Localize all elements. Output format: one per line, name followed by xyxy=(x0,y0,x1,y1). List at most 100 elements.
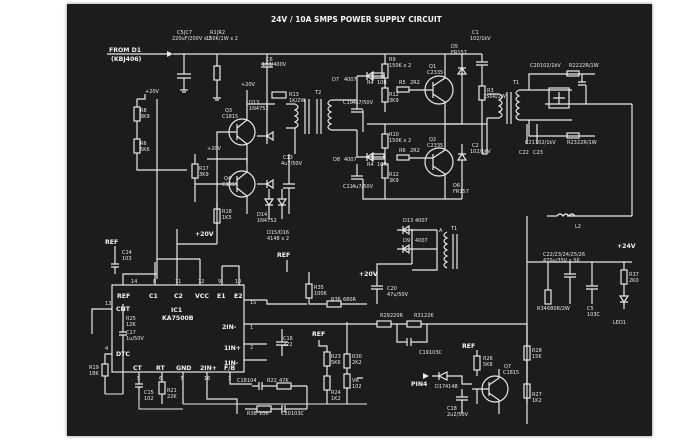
ic1-pin-ct: CT xyxy=(133,365,143,372)
d7-diode xyxy=(365,70,374,82)
r19-resistor xyxy=(101,363,109,377)
r23b-value: 5K6 xyxy=(331,360,341,366)
ref-label-c: REF xyxy=(312,331,325,338)
r9-label: R9 xyxy=(389,57,396,63)
c18b-capacitor xyxy=(456,389,468,414)
q4-value: C1815 xyxy=(222,182,238,188)
t2-core xyxy=(304,99,322,134)
c13-value: 4u7/50V xyxy=(281,161,303,167)
r9-resistor xyxy=(381,63,389,79)
d5-diode xyxy=(367,54,468,125)
r22-resistor xyxy=(566,70,580,77)
c20b-label: C20 xyxy=(387,286,397,292)
c2-wire xyxy=(482,130,488,155)
r6-lower-value: 2R2 xyxy=(410,148,420,154)
ic1-pin9: 9 xyxy=(218,279,221,285)
pin4-label: PIN4 xyxy=(411,381,428,388)
r25-label: R25 xyxy=(126,316,136,322)
d7-wire xyxy=(356,75,385,100)
r1r2-label: R1|R2 xyxy=(210,30,225,36)
c10-capacitor xyxy=(351,100,364,132)
rail-20v-e: +20V xyxy=(195,231,214,238)
ic1-pin-vcc: VCC xyxy=(195,293,209,300)
ic1-pin-c2: C2 xyxy=(174,293,183,300)
vr-label: VR xyxy=(352,378,359,384)
r3-resistor xyxy=(478,85,486,101)
r24-resistor xyxy=(323,375,331,391)
r3-value: 150R/2W xyxy=(483,94,506,100)
rail-20v-b: +20V xyxy=(241,82,256,88)
r34-value: 680R/2W xyxy=(547,306,570,312)
r24-label: R24 xyxy=(331,390,341,396)
r26-wire xyxy=(472,350,482,404)
r23b-label: R23 xyxy=(331,354,341,360)
r13-resistor xyxy=(271,91,287,99)
t2-primary-wire xyxy=(286,103,296,154)
c5-output-value: 103C xyxy=(587,312,601,318)
ic1-pin-rt: RT xyxy=(156,365,165,372)
t2-secondary-icon xyxy=(327,99,333,131)
q2-value: C2335 xyxy=(427,143,443,149)
ic1-pin2: 2 xyxy=(250,345,253,351)
ic1-pin-c1: C1 xyxy=(149,293,158,300)
c19-capacitor xyxy=(396,324,428,346)
r37-led-wire xyxy=(618,262,630,309)
c11-label: C11 xyxy=(343,184,353,190)
r18-resistor xyxy=(213,208,221,224)
d6-value: FR157 xyxy=(453,189,469,195)
r38-label: R38 xyxy=(247,411,257,417)
aux-tap-label: A xyxy=(439,228,443,234)
ic1-pin1: 1 xyxy=(250,325,253,331)
d13-aux-label: D13 xyxy=(403,218,413,224)
d9-aux-label: D9 xyxy=(403,238,410,244)
r10-label: R10 xyxy=(389,132,399,138)
d13-label: D13 xyxy=(249,100,259,106)
r37-value: 2K0 xyxy=(629,278,639,284)
r36-value: 680R xyxy=(343,297,357,303)
r13-label: R13 xyxy=(289,92,299,98)
r22-label: R22 xyxy=(569,63,579,69)
ic1-pin10: 10 xyxy=(235,279,241,285)
r31-resistor xyxy=(406,320,422,328)
d14-label: D14 xyxy=(257,212,267,218)
r30-label: R30 xyxy=(352,354,362,360)
r21-label: R21 xyxy=(167,388,177,394)
c17-value: 1u/50V xyxy=(126,336,144,342)
ic1-pin-ref: REF xyxy=(117,293,130,300)
t2-label: T2 xyxy=(314,90,321,96)
c10-label: C10 xyxy=(343,100,353,106)
r17-label: R17 xyxy=(199,166,209,172)
c10-value: 4u7/50V xyxy=(352,100,374,106)
r36-resistor xyxy=(326,300,342,308)
q2-leads xyxy=(409,124,446,199)
c5c7-value: 220uF/200V x 2 xyxy=(172,36,212,42)
t1-secondary-wire xyxy=(519,73,632,137)
d6-diode xyxy=(456,144,468,199)
r21-value: 22K xyxy=(167,394,177,400)
ic1-pin4: 4 xyxy=(105,346,108,352)
d17-label: D17 xyxy=(435,384,445,390)
r12-upper-label: R12 xyxy=(389,92,399,98)
d6-label: D6 xyxy=(453,183,460,189)
r17-value: 3K9 xyxy=(199,172,209,178)
r26-resistor xyxy=(473,355,481,371)
t1-aux-winding-icon xyxy=(443,231,449,269)
c2-label: C2 xyxy=(472,143,479,149)
ic1-pin13: 13 xyxy=(105,301,111,307)
r6-lower-resistor xyxy=(396,154,410,161)
c19-label: C19 xyxy=(419,350,429,356)
c17-label: C17 xyxy=(126,330,136,336)
c15-label: C15 xyxy=(144,390,154,396)
diagram-title: 24V / 10A SMPS POWER SUPPLY CIRCUIT xyxy=(271,15,443,24)
d9-aux-value: 4007 xyxy=(415,238,428,244)
r29-resistor xyxy=(376,320,392,328)
q7-leads xyxy=(482,369,500,414)
c1-r3-wire xyxy=(476,54,488,154)
r34-resistor xyxy=(544,289,552,305)
r1r2-wire xyxy=(213,54,221,101)
r12-upper-resistor xyxy=(381,87,389,103)
c18b-label: C18 xyxy=(447,406,457,412)
t1-label: T1 xyxy=(512,80,519,86)
r8-label: R8 xyxy=(140,108,147,114)
c20-value: 102/1kV xyxy=(540,63,561,69)
